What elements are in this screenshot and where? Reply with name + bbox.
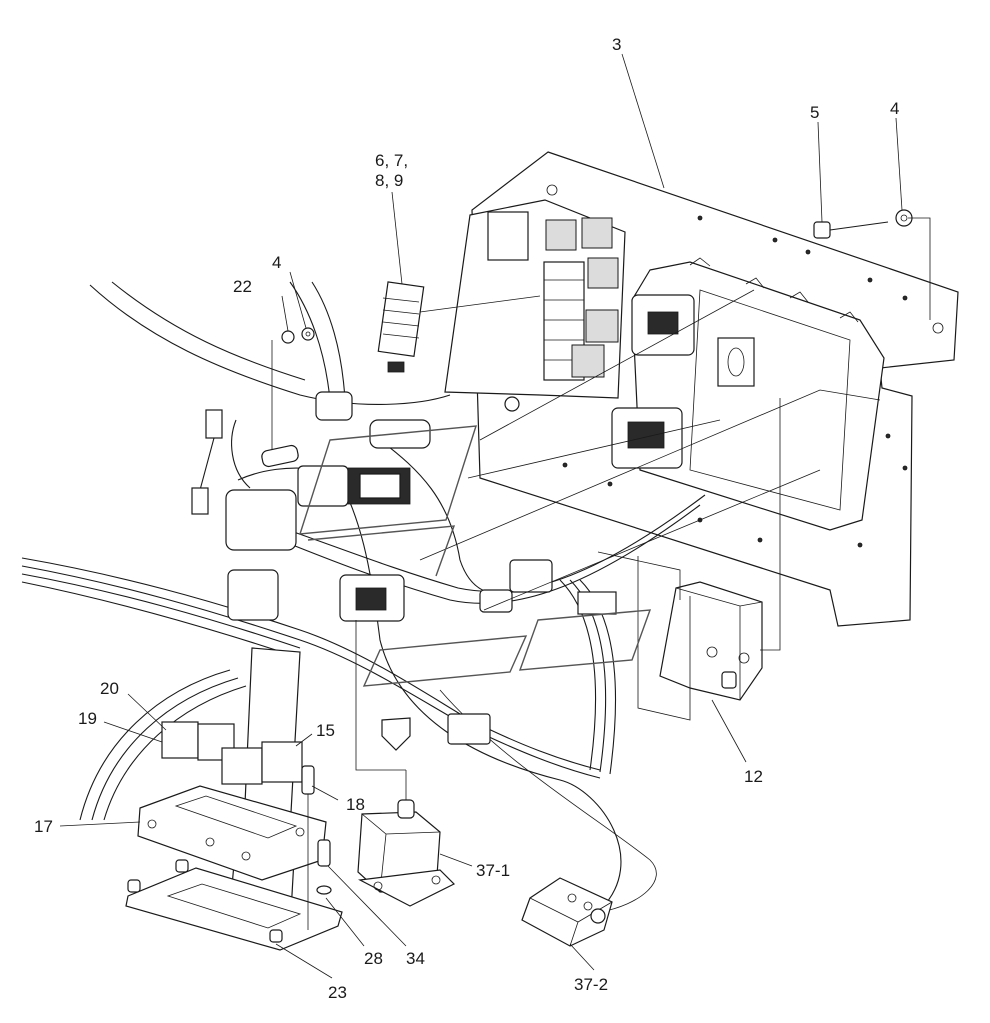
clamp-blocks	[161, 721, 303, 785]
leader-lines	[59, 53, 903, 979]
callout-19: 19	[78, 709, 97, 728]
harness-connectors	[191, 391, 617, 751]
callout-3: 3	[612, 35, 621, 54]
fuse-relay-board	[444, 199, 626, 412]
callout-37-2: 37-2	[574, 975, 608, 994]
watermark	[299, 425, 652, 687]
callout-20: 20	[100, 679, 119, 698]
callout-8-9: 8, 9	[375, 171, 403, 190]
bolt-washer-top	[813, 209, 913, 239]
pins	[301, 765, 332, 930]
module-37-2	[521, 877, 613, 947]
enclosure-12	[659, 581, 763, 701]
callout-labels: 3 5 4 6, 7, 8, 9 4 22 20 19 15 18 17 12 …	[34, 35, 899, 1002]
fuse-strip	[377, 281, 425, 373]
bracket-plate-17	[137, 785, 327, 881]
callout-22: 22	[233, 277, 252, 296]
callout-34: 34	[406, 949, 425, 968]
base-plate-23	[125, 859, 343, 951]
callout-5: 5	[810, 103, 819, 122]
callout-28: 28	[364, 949, 383, 968]
callout-4-top: 4	[890, 99, 899, 118]
nut-washer-left	[271, 327, 315, 452]
reference-lines	[355, 217, 931, 771]
callout-37-1: 37-1	[476, 861, 510, 880]
callout-6-7: 6, 7,	[375, 151, 408, 170]
callout-18: 18	[346, 795, 365, 814]
callout-15: 15	[316, 721, 335, 740]
callout-12: 12	[744, 767, 763, 786]
callout-4-left: 4	[272, 253, 281, 272]
relay-37-1	[357, 770, 456, 907]
controller-unit	[611, 257, 885, 531]
callout-23: 23	[328, 983, 347, 1002]
callout-17: 17	[34, 817, 53, 836]
